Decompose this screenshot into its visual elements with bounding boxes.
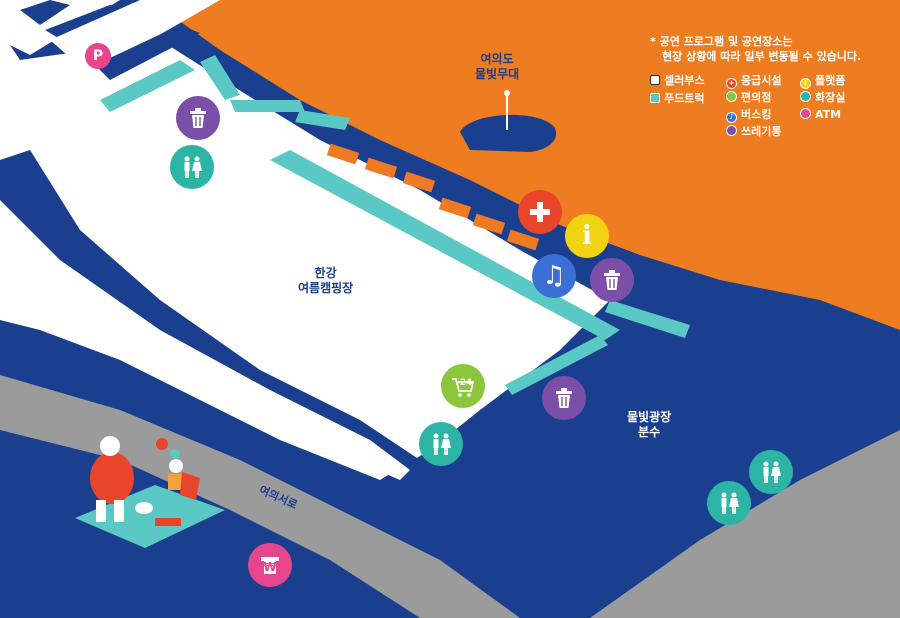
- legend-trash: 쓰레기통: [726, 125, 781, 139]
- plaza-label: 물빛광장 분수: [627, 410, 671, 440]
- program-notice: * 공연 프로그램 및 공연장소는 현장 상황에 따라 일부 변동될 수 있습니…: [650, 34, 890, 64]
- trash-icon-svg: [604, 270, 620, 290]
- stage-label-line1: 여의도: [480, 52, 514, 66]
- stage-label-line2: 물빛무대: [475, 67, 520, 81]
- trash-icon-svg: [556, 388, 572, 408]
- picnic-illustration: [75, 436, 225, 548]
- picnic-chair: [180, 472, 200, 500]
- store-glyph: 24: [459, 378, 473, 388]
- restroom-icon[interactable]: [419, 422, 463, 466]
- stage-marker-dot: [504, 90, 510, 96]
- legend-label: 쓰레기통: [741, 125, 782, 138]
- trash-icon-svg: [190, 108, 206, 128]
- blue-path-diagonal: [0, 150, 420, 480]
- plaza-label-line2: 분수: [638, 425, 661, 439]
- picnic-food-tray: [155, 518, 181, 526]
- legend-atm: ATM: [800, 108, 841, 122]
- trash-icon[interactable]: [590, 258, 634, 302]
- info-glyph: i: [582, 221, 592, 251]
- legend-store: 편의점: [726, 91, 771, 105]
- convenience-store-icon: [726, 91, 737, 102]
- atm-glyph: ₩: [263, 560, 277, 574]
- trash-icon[interactable]: [176, 96, 220, 140]
- first-aid-icon-svg: [530, 202, 550, 222]
- camp-label: 한강 여름캠핑장: [298, 266, 353, 296]
- picnic-child-head: [169, 459, 183, 473]
- seller-booth-swatch: [650, 75, 660, 85]
- notice-line2: 현장 상황에 따라 일부 변동될 수 있습니다.: [662, 50, 862, 63]
- music-glyph: ♫: [542, 261, 566, 291]
- legend-platform: i 플랫폼: [800, 74, 846, 89]
- food-truck-swatch: [650, 93, 660, 103]
- picnic-person-body: [90, 452, 134, 504]
- seller-stall-row: [326, 143, 540, 251]
- cart-icon: [452, 378, 475, 397]
- restroom-icon-svg: [721, 492, 739, 514]
- trash-icon: [726, 125, 737, 136]
- legend-food-truck: 푸드트럭: [650, 92, 704, 106]
- food-truck-zone: [100, 55, 690, 395]
- stage-platform: [460, 114, 557, 152]
- restroom-icon[interactable]: [707, 481, 751, 525]
- legend-busking: ♪ 버스킹: [726, 108, 772, 123]
- legend-label: 셀러부스: [664, 74, 705, 87]
- legend-label: 응급시설: [741, 74, 782, 87]
- parking-glyph: P: [92, 48, 104, 64]
- restroom-icon-svg: [433, 433, 451, 455]
- legend-label: 화장실: [815, 91, 846, 104]
- music-note-icon[interactable]: ♫: [532, 254, 576, 298]
- picnic-mat: [75, 485, 225, 548]
- legend-label: 플랫폼: [815, 74, 846, 87]
- info-icon[interactable]: i: [565, 214, 609, 258]
- picnic-balloon-teal: [170, 449, 180, 459]
- restroom-icon-svg: [184, 156, 202, 178]
- legend-label: 편의점: [741, 91, 772, 104]
- legend-emergency: + 응급시설: [726, 74, 782, 89]
- restroom-icon: [800, 91, 811, 102]
- convenience-store-icon[interactable]: 24: [441, 364, 485, 408]
- restroom-icon-svg: [763, 461, 781, 483]
- parking-icon[interactable]: P: [85, 43, 111, 69]
- music-note-icon: ♪: [726, 112, 737, 123]
- stage-label: 여의도 물빛무대: [475, 52, 519, 82]
- camp-label-line1: 한강: [314, 266, 337, 280]
- info-icon: i: [800, 78, 811, 89]
- orange-land-area: [150, 0, 900, 330]
- legend-label: 푸드트럭: [664, 92, 705, 105]
- legend-restroom: 화장실: [800, 91, 845, 105]
- atm-icon[interactable]: ₩: [248, 543, 292, 587]
- plaza-label-line1: 물빛광장: [627, 410, 672, 424]
- atm-icon: [800, 108, 811, 119]
- legend-label: 버스킹: [741, 108, 772, 121]
- legend-seller-booth: 셀러부스: [650, 74, 704, 88]
- atm-machine-icon: [261, 557, 279, 574]
- picnic-person-head: [100, 436, 120, 456]
- road-lower-right: [590, 430, 900, 618]
- camp-label-line2: 여름캠핑장: [298, 281, 354, 295]
- picnic-dog: [135, 502, 153, 514]
- first-aid-icon[interactable]: [518, 190, 562, 234]
- notice-line1: * 공연 프로그램 및 공연장소는: [650, 35, 793, 48]
- first-aid-icon: +: [726, 78, 737, 89]
- restroom-icon[interactable]: [170, 145, 214, 189]
- restroom-icon[interactable]: [749, 450, 793, 494]
- legend-label: ATM: [815, 108, 842, 121]
- picnic-balloon-red: [156, 438, 168, 450]
- white-path-lower: [0, 200, 410, 480]
- trash-icon[interactable]: [542, 376, 586, 420]
